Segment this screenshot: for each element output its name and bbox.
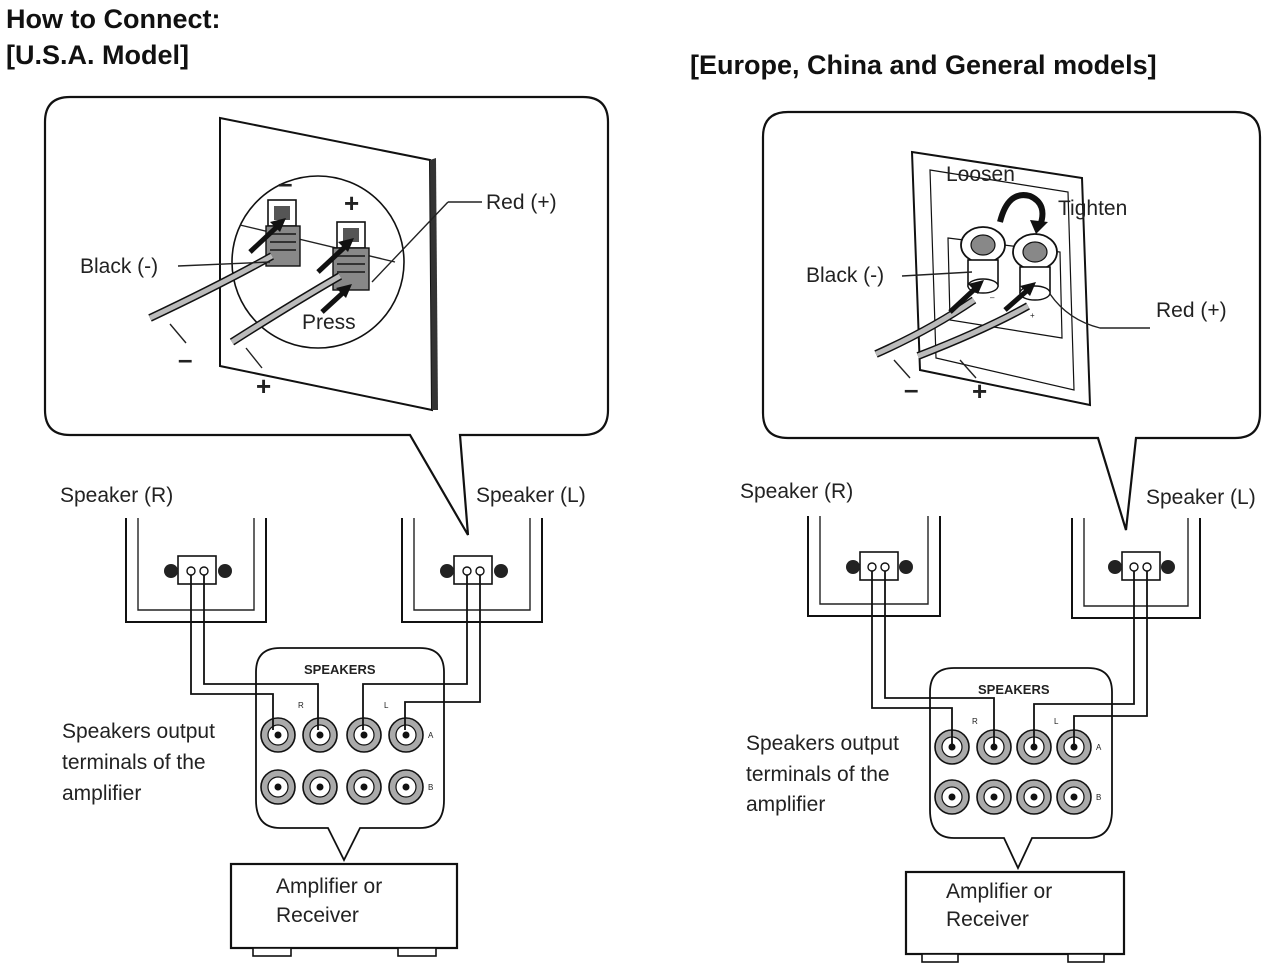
eu-amp-b-label: B [1096, 793, 1101, 802]
usa-terminal-minus-label: – [278, 168, 292, 198]
amp-binding-post-hole [274, 783, 282, 791]
eu-amplifier-box [904, 870, 1126, 963]
eu-amplifier-label-2: Receiver [946, 908, 1029, 931]
amp-binding-post-hole [1070, 743, 1078, 751]
usa-press-label: Press [302, 311, 356, 334]
eu-amp-speakers-header: SPEAKERS [978, 682, 1050, 697]
eu-terminal-plus-label: + [1030, 311, 1035, 320]
eu-insert-arrows [948, 280, 1036, 314]
usa-wire-plus-label: + [256, 371, 271, 401]
eu-speaker-l [1071, 518, 1201, 619]
amp-binding-post-hole [274, 731, 282, 739]
eu-wire-minus-label: – [904, 374, 918, 404]
eu-speaker-l-label: Speaker (L) [1146, 486, 1256, 509]
eu-amp-terminals-label-1: Speakers output [746, 732, 899, 755]
usa-amp-binding-posts [260, 717, 424, 805]
usa-amplifier-label-1: Amplifier or [276, 875, 382, 898]
amp-binding-post-hole [990, 743, 998, 751]
usa-amp-l-label: L [384, 701, 389, 710]
page-title: How to Connect: [6, 4, 220, 34]
usa-speaker-r [125, 518, 267, 623]
eu-speaker-wires [874, 296, 1030, 360]
usa-amp-terminals-label-2: terminals of the [62, 751, 206, 774]
usa-amp-a-label: A [428, 731, 434, 740]
usa-amp-speakers-header: SPEAKERS [304, 662, 376, 677]
eu-amp-r-label: R [972, 717, 978, 726]
usa-amp-terminals-label-3: amplifier [62, 782, 141, 805]
eu-binding-posts [960, 226, 1058, 301]
usa-amp-terminal-panel [255, 647, 445, 863]
eu-loosen-tighten-arrow [997, 192, 1048, 234]
amp-binding-post-hole [360, 731, 368, 739]
amp-binding-post-hole [1030, 743, 1038, 751]
usa-amp-r-label: R [298, 701, 304, 710]
usa-model-heading: [U.S.A. Model] [6, 40, 189, 70]
usa-speaker-l [401, 518, 543, 623]
eu-amp-l-label: L [1054, 717, 1059, 726]
eu-amp-terminals-label-3: amplifier [746, 793, 825, 816]
eu-loosen-label: Loosen [946, 163, 1015, 186]
amp-binding-post-hole [948, 793, 956, 801]
usa-black-label: Black (-) [80, 255, 158, 278]
amp-binding-post-hole [316, 783, 324, 791]
eu-amp-terminal-panel [929, 667, 1113, 871]
eu-amp-a-label: A [1096, 743, 1102, 752]
eu-speaker-to-amp-wires [871, 571, 1148, 744]
usa-amp-terminals-label-1: Speakers output [62, 720, 215, 743]
usa-speaker-to-amp-wires [190, 575, 481, 730]
eu-terminal-minus-label: – [990, 293, 995, 302]
amp-binding-post-hole [360, 783, 368, 791]
eu-red-label: Red (+) [1156, 299, 1227, 322]
other-models-heading: [Europe, China and General models] [690, 50, 1157, 80]
eu-speaker-plate [910, 150, 1092, 407]
amp-binding-post-hole [1070, 793, 1078, 801]
usa-wire-minus-label: – [178, 344, 192, 374]
eu-speaker-r [807, 516, 941, 617]
eu-amp-terminals-label-2: terminals of the [746, 763, 890, 786]
amp-binding-post-hole [402, 731, 410, 739]
usa-red-label: Red (+) [486, 191, 557, 214]
usa-amp-b-label: B [428, 783, 433, 792]
amp-binding-post-hole [402, 783, 410, 791]
eu-amp-binding-posts [934, 729, 1092, 815]
usa-amplifier-label-2: Receiver [276, 904, 359, 927]
usa-speaker-l-label: Speaker (L) [476, 484, 586, 507]
eu-black-label: Black (-) [806, 264, 884, 287]
eu-tighten-label: Tighten [1058, 197, 1127, 220]
usa-speaker-r-label: Speaker (R) [60, 484, 173, 507]
eu-amplifier-label-1: Amplifier or [946, 880, 1052, 903]
usa-terminal-plus-label: + [344, 188, 359, 218]
amp-binding-post-hole [990, 793, 998, 801]
amp-binding-post-hole [948, 743, 956, 751]
amp-binding-post-hole [1030, 793, 1038, 801]
usa-amplifier-box [229, 862, 459, 957]
usa-insert-arrows [248, 218, 354, 314]
eu-wire-plus-label: + [972, 376, 987, 406]
eu-speaker-r-label: Speaker (R) [740, 480, 853, 503]
amp-binding-post-hole [316, 731, 324, 739]
